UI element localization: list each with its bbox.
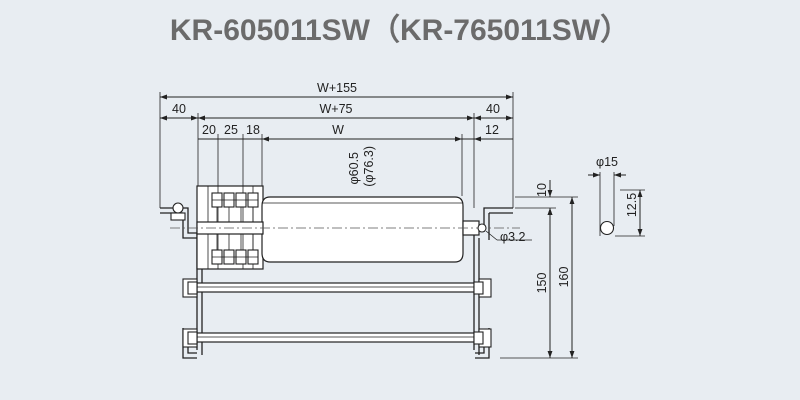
dim-height-inner: 150 <box>535 273 549 294</box>
hole-icon <box>599 220 615 236</box>
dim-right-gap: 12 <box>485 123 499 137</box>
hole-detail: φ15 12.5 <box>588 155 645 237</box>
dim-bearing-3: 18 <box>246 123 260 137</box>
dim-inner-width: W+75 <box>319 102 352 116</box>
dim-top-gap: 10 <box>535 183 549 197</box>
dim-roller-width: W <box>332 123 344 137</box>
dim-detail-diameter: φ15 <box>596 155 618 169</box>
extension-lines <box>159 92 578 359</box>
pin-icon <box>477 223 487 233</box>
dim-right-offset: 40 <box>486 102 500 116</box>
roller <box>170 196 520 263</box>
horizontal-dimensions: W+155 40 W+75 40 20 25 18 W 12 <box>160 81 513 142</box>
vertical-dimensions: 10 150 160 <box>535 180 575 358</box>
dim-roller-diameter: φ60.5 <box>347 152 361 184</box>
guide-bolts <box>211 192 259 265</box>
dim-shaft-diameter: φ3.2 <box>500 230 526 244</box>
dim-height-outer: 160 <box>557 267 571 288</box>
dim-roller-diameter-alt: (φ76.3) <box>362 146 376 187</box>
page-title: KR-605011SW（KR-765011SW） <box>170 13 630 47</box>
tie-rods <box>182 278 492 348</box>
dim-detail-offset: 12.5 <box>625 193 639 217</box>
dim-bearing-2: 25 <box>224 123 238 137</box>
shaft-diameter-dimension: φ3.2 <box>485 230 532 244</box>
dim-left-offset: 40 <box>172 102 186 116</box>
screw-icon <box>172 202 184 214</box>
dim-bearing-1: 20 <box>202 123 216 137</box>
dim-overall-width: W+155 <box>317 81 357 95</box>
